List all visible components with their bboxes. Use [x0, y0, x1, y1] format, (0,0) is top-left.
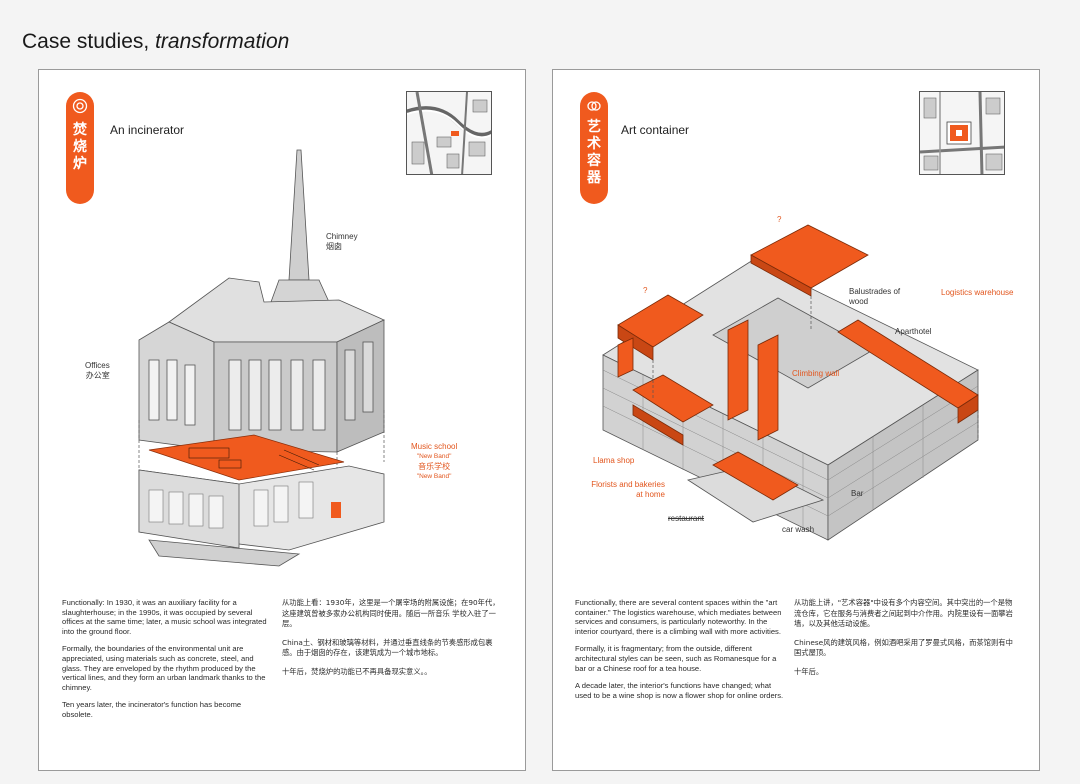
- text-column-english: Functionally: In 1930, it was an auxilia…: [62, 598, 272, 728]
- label-music-school: Music school "New Band" 音乐学校 "New Band": [411, 442, 457, 482]
- badge-char: 烧: [73, 139, 87, 155]
- site-map-thumbnail: [406, 91, 492, 175]
- paragraph: A decade later, the interior's functions…: [575, 681, 784, 700]
- label-aparthotel: Aparthotel: [895, 327, 932, 336]
- label-music-quote-2: "New Band": [416, 473, 452, 480]
- label-question-1: ?: [777, 215, 782, 224]
- text-column-english: Functionally, there are several content …: [575, 598, 785, 708]
- paragraph: Ten years later, the incinerator's funct…: [62, 700, 242, 719]
- label-chimney: Chimney 烟囱: [326, 232, 358, 252]
- badge-char: 容: [587, 153, 601, 169]
- case-panel-art-container: 艺 术 容 器 Art container: [552, 69, 1040, 771]
- paragraph: Functionally: In 1930, it was an auxilia…: [62, 598, 267, 636]
- label-balustrades-line1: Balustrades of: [849, 287, 901, 296]
- badge-char: 术: [587, 136, 601, 152]
- label-florists-line1: Florists and bakeries: [591, 480, 665, 489]
- paragraph: 十年后，焚烧炉的功能已不再具备现实意义。。: [282, 666, 432, 676]
- panel-heading: Art container: [621, 123, 690, 137]
- paragraph: 从功能上讲，"艺术容器"中设有多个内容空间。其中突出的一个是物流仓库，它在服务与…: [794, 598, 1013, 628]
- interlocking-rings-icon: [587, 101, 601, 111]
- badge-char: 器: [587, 170, 601, 186]
- paragraph: Formally, the boundaries of the environm…: [62, 644, 266, 692]
- paragraph: Chinese风的建筑风格，例如酒吧采用了罗曼式风格，而茶馆则有中 国式屋顶。: [794, 637, 1013, 658]
- label-bar: Bar: [851, 489, 864, 498]
- page-title-main: Case studies,: [22, 30, 156, 53]
- label-balustrades: Balustrades of wood: [849, 287, 900, 307]
- label-offices-en: Offices: [85, 361, 110, 370]
- label-florists-line2: at home: [636, 490, 665, 499]
- label-restaurant: restaurant: [668, 514, 705, 523]
- label-offices-zh: 办公室: [85, 371, 110, 380]
- page-title: Case studies, transformation: [22, 30, 289, 54]
- site-map-thumbnail: [919, 91, 1005, 175]
- label-climbing-wall: Climbing wall: [792, 369, 840, 378]
- badge-char: 焚: [73, 122, 87, 138]
- paragraph: 从功能上看：1930年，这里是一个屠宰场的附属设施；在90年代，这座建筑曾被多家…: [282, 598, 500, 628]
- label-balustrades-line2: wood: [849, 297, 869, 306]
- text-column-chinese: 从功能上讲，"艺术容器"中设有多个内容空间。其中突出的一个是物流仓库，它在服务与…: [794, 598, 1016, 685]
- label-music-zh: 音乐学校: [418, 462, 451, 471]
- label-chimney-zh: 烟囱: [326, 242, 342, 251]
- page-title-italic: transformation: [155, 30, 290, 53]
- label-florists: Florists and bakeries at home: [583, 480, 665, 500]
- label-car-wash: car wash: [782, 525, 815, 534]
- paragraph: China土、钢材和玻璃等材料，并通过垂直线条的节奏感形成包裹感。由于烟囱的存在…: [282, 637, 493, 658]
- badge-art-container: 艺 术 容 器: [580, 92, 608, 204]
- label-offices: Offices 办公室: [85, 361, 110, 381]
- paragraph: Functionally, there are several content …: [575, 598, 782, 636]
- case-panel-incinerator: 焚 烧 炉 An incinerator: [38, 69, 526, 771]
- label-logistics-warehouse: Logistics warehouse: [941, 288, 1014, 297]
- paragraph: Formally, it is fragmentary; from the ou…: [575, 644, 777, 673]
- label-music-quote-1: "New Band": [416, 453, 452, 460]
- label-music-en: Music school: [411, 442, 458, 451]
- label-llama-shop: Llama shop: [593, 456, 635, 465]
- panel-heading: An incinerator: [110, 123, 185, 137]
- badge-char: 炉: [73, 156, 87, 172]
- text-column-chinese: 从功能上看：1930年，这里是一个屠宰场的附属设施；在90年代，这座建筑曾被多家…: [282, 598, 504, 685]
- paragraph: 十年后。: [794, 666, 824, 676]
- target-icon: [72, 98, 88, 114]
- label-question-2: ?: [643, 286, 648, 295]
- badge-char: 艺: [587, 119, 601, 135]
- label-chimney-en: Chimney: [326, 232, 358, 241]
- incinerator-axonometric-drawing: [138, 149, 385, 567]
- badge-incinerator: 焚 烧 炉: [66, 92, 94, 204]
- art-container-axonometric-drawing: [602, 224, 979, 541]
